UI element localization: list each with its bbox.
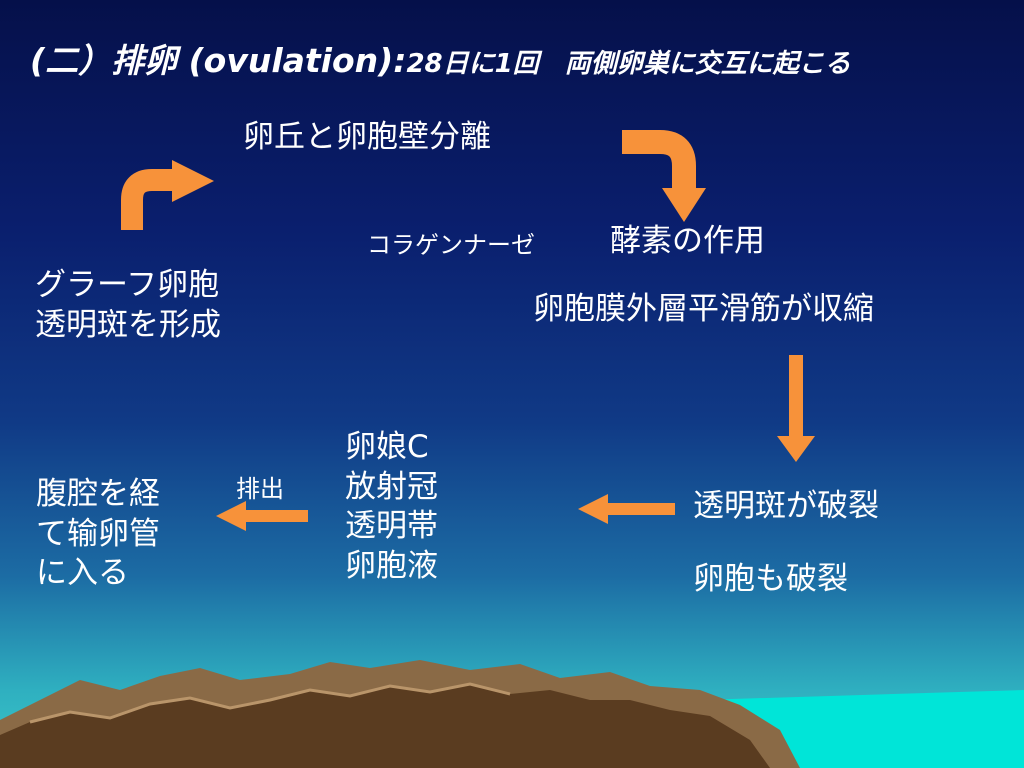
graaf-line-1: グラーフ卵胞 bbox=[35, 267, 220, 303]
arrow-left-rupture bbox=[578, 494, 675, 524]
mountains-front bbox=[0, 684, 770, 768]
released-item: 透明帯 bbox=[345, 508, 438, 545]
step-separation: 卵丘と卵胞壁分離 bbox=[243, 119, 491, 155]
page-title: (二）排卵 (ovulation):28日に1回 両側卵巣に交互に起こる bbox=[30, 34, 851, 82]
step-rupture-2: 卵胞も破裂 bbox=[693, 561, 848, 597]
mountain-ridge-highlight bbox=[29, 682, 511, 724]
released-item: 卵娘C bbox=[345, 429, 429, 465]
title-main: (二）排卵 (ovulation) bbox=[30, 41, 394, 80]
title-colon: : bbox=[393, 41, 407, 80]
released-item: 放射冠 bbox=[345, 468, 438, 505]
released-item: 卵胞液 bbox=[345, 548, 438, 585]
released-items-list: 卵娘C 放射冠 透明帯 卵胞液 bbox=[345, 428, 438, 587]
step-graafian-follicle: グラーフ卵胞 透明斑を形成 bbox=[35, 266, 221, 345]
step-destination: 腹腔を経 て输卵管 に入る bbox=[36, 475, 160, 594]
step-smooth-muscle: 卵胞膜外層平滑筋が収縮 bbox=[533, 291, 874, 327]
label-collagenase: コラゲンナーゼ bbox=[367, 231, 535, 259]
arrow-left-discharge bbox=[216, 501, 308, 531]
arrow-up-right-curved bbox=[121, 160, 214, 230]
label-discharge: 排出 bbox=[236, 475, 284, 503]
destination-line-1: 腹腔を経 bbox=[36, 476, 160, 512]
destination-line-3: に入る bbox=[36, 555, 129, 592]
destination-line-2: て输卵管 bbox=[36, 515, 160, 552]
arrow-down bbox=[777, 355, 815, 462]
step-rupture-1: 透明斑が破裂 bbox=[693, 488, 879, 524]
graaf-line-2: 透明斑を形成 bbox=[35, 306, 221, 343]
arrow-right-down-curved bbox=[622, 130, 706, 222]
step-enzyme: 酵素の作用 bbox=[610, 223, 765, 259]
title-subtitle: 28日に1回 両側卵巣に交互に起こる bbox=[406, 49, 851, 79]
